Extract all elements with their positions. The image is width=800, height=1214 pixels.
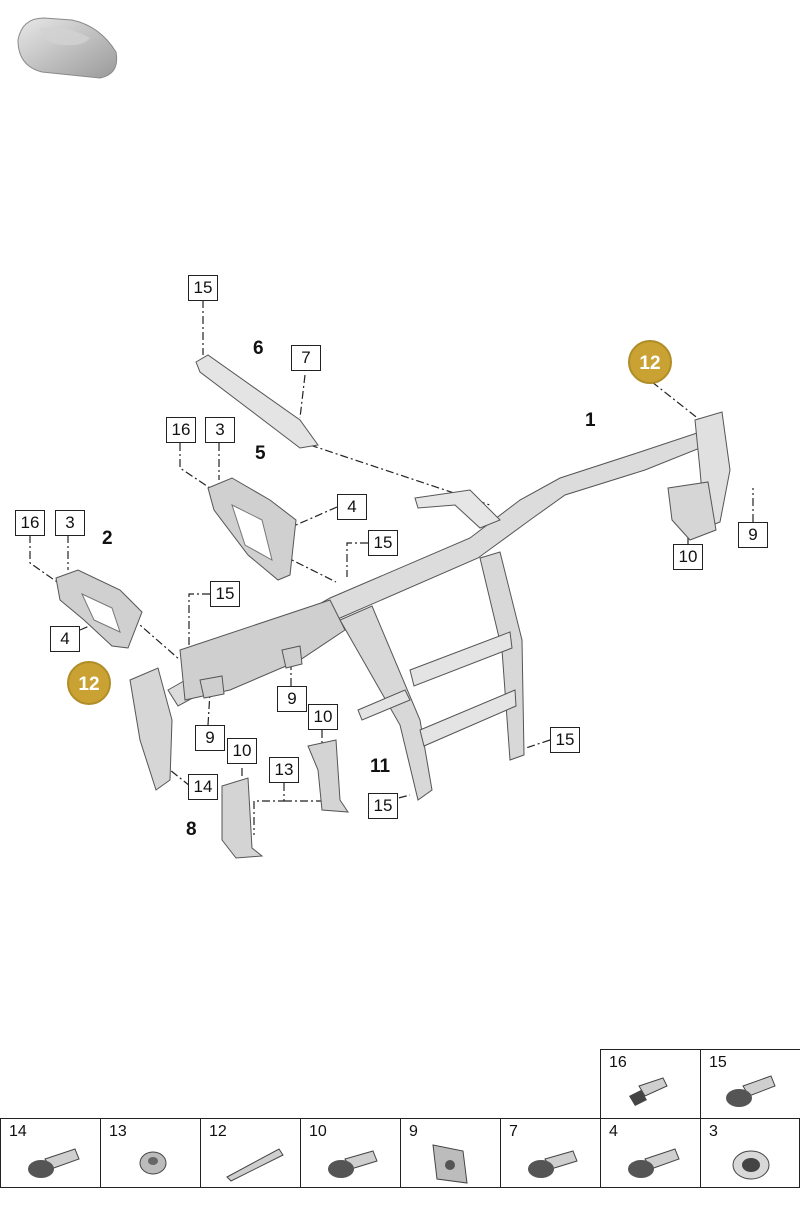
- callout-15-right: 15: [550, 727, 580, 753]
- legend-num-13: 13: [109, 1123, 127, 1140]
- legend-num-14: 14: [9, 1123, 27, 1140]
- callout-12-circle-left: 12: [67, 661, 111, 705]
- legend-cell-3: 3: [700, 1118, 800, 1188]
- callout-9-center: 9: [277, 686, 307, 712]
- callout-16-upper: 16: [166, 417, 196, 443]
- legend-cell-14: 14: [0, 1118, 101, 1188]
- callout-16-left: 16: [15, 510, 45, 536]
- callout-7: 7: [291, 345, 321, 371]
- callout-part-11: 11: [370, 756, 391, 777]
- legend-cell-12: 12: [200, 1118, 301, 1188]
- callout-part-1: 1: [585, 410, 596, 431]
- flange-bolt-icon: [528, 1150, 578, 1178]
- legend-num-12: 12: [209, 1123, 227, 1140]
- flange-bolt-icon: [628, 1148, 680, 1178]
- assembly-drawing: [29, 300, 754, 859]
- legend-num-7: 7: [509, 1123, 518, 1140]
- flange-bolt-icon: [28, 1148, 80, 1178]
- grommet-icon: [732, 1150, 770, 1180]
- car-thumbnail-icon: [17, 17, 118, 79]
- callout-part-8: 8: [186, 819, 197, 840]
- legend-num-16: 16: [609, 1054, 627, 1071]
- legend-num-3: 3: [709, 1123, 718, 1140]
- flange-bolt-icon: [726, 1075, 776, 1107]
- legend-num-4: 4: [609, 1123, 618, 1140]
- callout-part-2: 2: [102, 528, 113, 549]
- legend-cell-15: 15: [700, 1049, 800, 1119]
- clip-nut-icon: [432, 1144, 468, 1184]
- callout-15-bottom: 15: [368, 793, 398, 819]
- callout-12-circle-right: 12: [628, 340, 672, 384]
- legend-num-10: 10: [309, 1123, 327, 1140]
- legend-cell-13: 13: [100, 1118, 201, 1188]
- callout-15-mid: 15: [368, 530, 398, 556]
- callout-part-6: 6: [253, 338, 264, 359]
- legend-cell-10: 10: [300, 1118, 401, 1188]
- callout-4-left: 4: [50, 626, 80, 652]
- flange-bolt-icon: [328, 1150, 378, 1178]
- callout-10-center: 10: [308, 704, 338, 730]
- legend-num-9: 9: [409, 1123, 418, 1140]
- callout-3-left: 3: [55, 510, 85, 536]
- callout-10-left: 10: [227, 738, 257, 764]
- callout-9-right: 9: [738, 522, 768, 548]
- callout-part-5: 5: [255, 443, 266, 464]
- legend-cell-7: 7: [500, 1118, 601, 1188]
- callout-13: 13: [269, 757, 299, 783]
- nut-icon: [139, 1151, 167, 1175]
- legend-cell-4: 4: [600, 1118, 701, 1188]
- legend-cell-9: 9: [400, 1118, 501, 1188]
- callout-14: 14: [188, 774, 218, 800]
- callout-15-left: 15: [210, 581, 240, 607]
- legend-cell-16: 16: [600, 1049, 701, 1119]
- stud-icon: [226, 1148, 284, 1182]
- callout-9-left: 9: [195, 725, 225, 751]
- bolt-icon: [629, 1077, 668, 1106]
- callout-10-right: 10: [673, 544, 703, 570]
- callout-3-upper: 3: [205, 417, 235, 443]
- callout-15-top: 15: [188, 275, 218, 301]
- legend-num-15: 15: [709, 1054, 727, 1071]
- callout-4-upper: 4: [337, 494, 367, 520]
